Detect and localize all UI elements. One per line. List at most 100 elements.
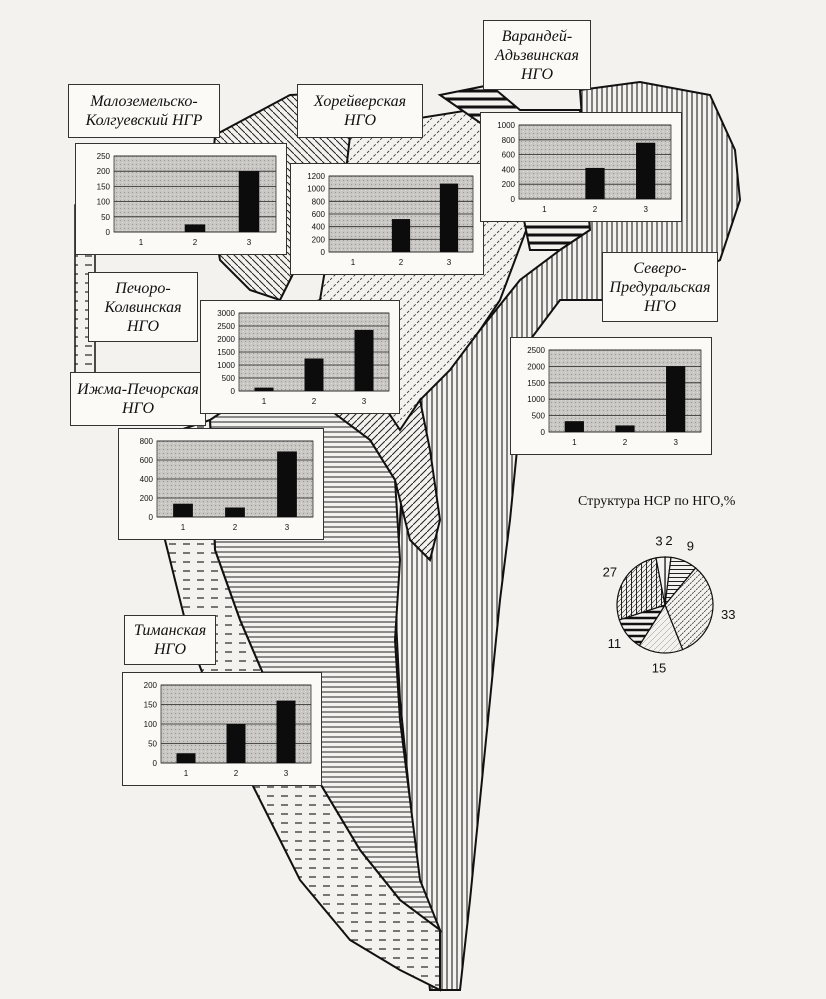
y-tick-label: 0 [149, 513, 154, 522]
x-tick-label: 2 [623, 438, 628, 447]
y-tick-label: 1000 [527, 395, 545, 404]
region-severo [393, 80, 742, 991]
bar [238, 171, 260, 232]
bar [304, 358, 324, 391]
bar [226, 724, 246, 763]
label-khoreyver: Хорейверская НГО [297, 84, 423, 138]
label-timan: Тиманская НГО [124, 615, 216, 665]
y-tick-label: 2000 [217, 335, 235, 344]
y-tick-label: 2500 [217, 322, 235, 331]
x-tick-label: 1 [181, 523, 186, 532]
y-tick-label: 150 [97, 182, 111, 191]
pie-slice-label: 2 [665, 533, 672, 548]
y-tick-label: 800 [140, 437, 154, 446]
y-tick-label: 0 [541, 428, 546, 437]
pie-slice-label: 27 [603, 564, 617, 579]
pie-slice-label: 9 [687, 538, 694, 553]
x-tick-label: 1 [572, 438, 577, 447]
pie-slice [655, 556, 666, 606]
bar [276, 700, 296, 763]
x-tick-label: 3 [362, 397, 367, 406]
y-tick-label: 0 [106, 228, 111, 237]
y-tick-label: 400 [502, 165, 516, 174]
bar-chart-svg: 0 200 400 600 800 1 2 3 [140, 437, 314, 532]
y-tick-label: 600 [140, 456, 154, 465]
y-tick-label: 400 [140, 475, 154, 484]
y-tick-label: 0 [231, 387, 236, 396]
bar [225, 507, 245, 517]
bar [173, 503, 193, 517]
x-tick-label: 2 [312, 397, 317, 406]
x-tick-label: 1 [262, 397, 267, 406]
chart-varandey: 0 200 400 600 800 1000 1 2 3 [480, 112, 682, 222]
y-tick-label: 200 [140, 494, 154, 503]
x-tick-label: 2 [234, 769, 239, 778]
label-izhma: Ижма-Печорская НГО [70, 372, 206, 426]
x-tick-label: 3 [643, 205, 648, 214]
y-tick-label: 1500 [527, 379, 545, 388]
x-tick-label: 3 [247, 238, 252, 247]
y-tick-label: 100 [97, 198, 111, 207]
x-tick-label: 2 [593, 205, 598, 214]
y-tick-label: 150 [144, 701, 158, 710]
y-tick-label: 800 [312, 197, 326, 206]
y-tick-label: 200 [502, 180, 516, 189]
y-tick-label: 3000 [217, 309, 235, 318]
bar [184, 224, 206, 232]
bar [354, 329, 374, 391]
x-tick-label: 3 [447, 258, 452, 267]
y-tick-label: 1000 [307, 185, 325, 194]
x-tick-label: 1 [139, 238, 144, 247]
y-tick-label: 250 [97, 152, 111, 161]
bar [439, 183, 459, 252]
y-tick-label: 1500 [217, 348, 235, 357]
y-tick-label: 50 [148, 740, 157, 749]
label-severo: Северо- Предуральская НГО [602, 252, 718, 322]
bar-chart-svg: 0 200 400 600 800 1000 1 2 3 [497, 121, 672, 214]
x-tick-label: 3 [285, 523, 290, 532]
x-tick-label: 1 [351, 258, 356, 267]
bar [254, 387, 274, 391]
y-tick-label: 2500 [527, 346, 545, 355]
bar [391, 219, 411, 252]
pie-slice-label: 11 [608, 636, 622, 651]
y-tick-label: 1000 [497, 121, 515, 130]
x-tick-label: 2 [399, 258, 404, 267]
pie-slice-label: 33 [721, 607, 735, 622]
pie-slice-label: 3 [655, 533, 662, 548]
bar [564, 421, 584, 432]
y-tick-label: 600 [312, 210, 326, 219]
pie-slice-label: 15 [652, 661, 666, 676]
bar [277, 451, 297, 517]
x-tick-label: 2 [193, 238, 198, 247]
x-tick-label: 2 [233, 523, 238, 532]
bar [585, 167, 605, 199]
y-tick-label: 800 [502, 136, 516, 145]
chart-izhma: 0 200 400 600 800 1 2 3 [118, 428, 324, 540]
pie-title: Структура НСР по НГО,% [578, 494, 736, 509]
y-tick-label: 0 [153, 759, 158, 768]
label-varandey: Варандей- Адьзвинская НГО [483, 20, 591, 90]
bar [615, 425, 635, 432]
label-pechoro: Печоро- Колвинская НГО [88, 272, 198, 342]
x-tick-label: 3 [284, 769, 289, 778]
x-tick-label: 1 [542, 205, 547, 214]
y-tick-label: 0 [511, 195, 516, 204]
y-tick-label: 1200 [307, 172, 325, 181]
y-tick-label: 500 [532, 412, 546, 421]
pie-slice [664, 567, 714, 651]
y-tick-label: 100 [144, 720, 158, 729]
y-tick-label: 0 [321, 248, 326, 257]
y-tick-label: 600 [502, 151, 516, 160]
